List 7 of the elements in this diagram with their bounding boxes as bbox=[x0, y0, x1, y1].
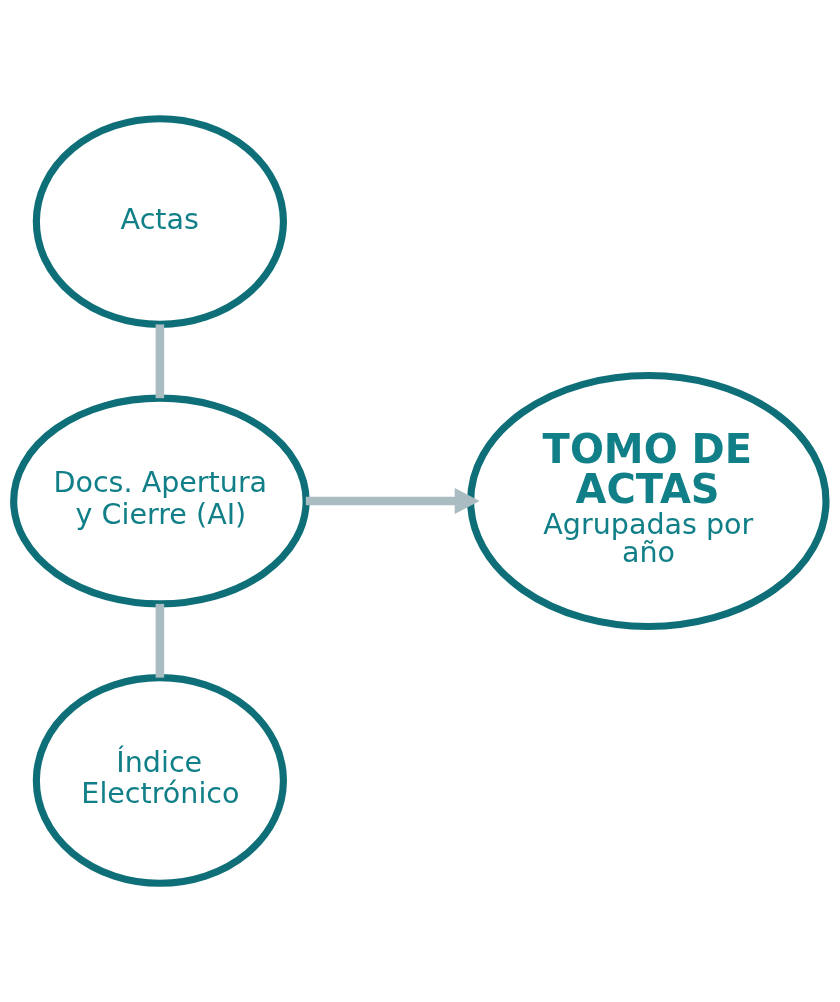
node-ellipse: Actas bbox=[32, 115, 287, 328]
node-ellipse: Índice Electrónico bbox=[32, 674, 287, 887]
connector bbox=[155, 324, 165, 399]
node-ellipse: Docs. Apertura y Cierre (AI) bbox=[10, 394, 310, 608]
connector bbox=[155, 603, 165, 678]
arrow bbox=[305, 487, 480, 515]
node-ellipse: TOMO DE ACTAS Agrupadas por año bbox=[467, 371, 830, 631]
